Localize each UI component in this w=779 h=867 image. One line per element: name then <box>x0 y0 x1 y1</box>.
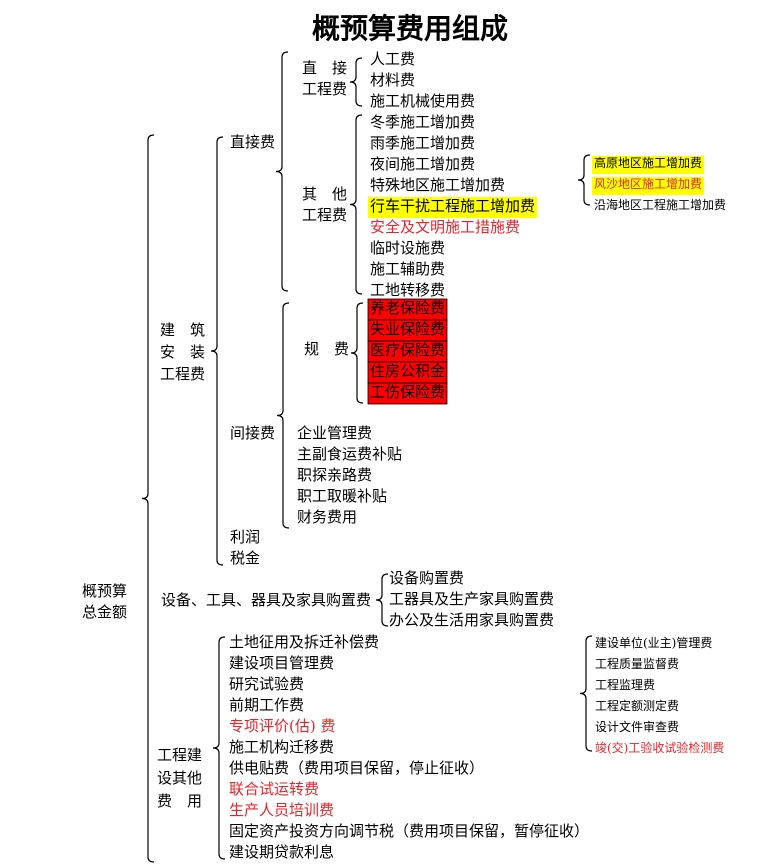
special-region-item-1-highlight <box>592 177 704 195</box>
management-item-1: 工程质量监督费 <box>595 656 679 671</box>
direct-fee-label: 直接费 <box>230 133 275 151</box>
regulation-fee-item-1: 失业保险费 <box>370 320 445 338</box>
management-item-3: 工程定额测定费 <box>595 698 679 713</box>
root-brace <box>141 134 155 863</box>
direct-engineering-item-1: 材料费 <box>370 71 415 89</box>
direct-engineering-item-2: 施工机械使用费 <box>370 92 475 110</box>
regulation-fee-item-3: 住房公积金 <box>370 362 445 380</box>
indirect-fee-label: 间接费 <box>230 424 275 442</box>
root-label-line-0: 概预算 <box>82 582 127 600</box>
indirect-item-4: 财务费用 <box>297 508 357 526</box>
other-construction-item-0: 土地征用及拆迁补偿费 <box>229 633 379 651</box>
other-construction-item-6: 供电贴费（费用项目保留，停止征收） <box>229 759 484 777</box>
regulation-fee-label: 规 费 <box>304 340 349 358</box>
other-construction-item-9: 固定资产投资方向调节税（费用项目保留，暂停征收） <box>229 822 589 840</box>
other-engineering-item-6: 临时设施费 <box>370 239 445 257</box>
other-engineering-item-8: 工地转移费 <box>370 281 445 299</box>
equipment-label: 设备、工具、器具及家具购置费 <box>161 591 371 609</box>
other-construction-label-line-1: 设其他 <box>157 769 202 787</box>
indirect-fee-brace <box>276 302 290 529</box>
special-region-brace <box>577 154 591 206</box>
direct-engineering-item-0: 人工费 <box>370 50 415 68</box>
bracket-lines <box>141 51 593 863</box>
root-label-line-1: 总金额 <box>82 603 127 621</box>
regulation-fee-item-4-highlight <box>367 382 448 405</box>
other-construction-item-1: 建设项目管理费 <box>229 654 334 672</box>
other-engineering-label-line-1: 工程费 <box>302 206 347 224</box>
indirect-item-1: 主副食运费补贴 <box>297 445 402 463</box>
equipment-brace <box>375 573 389 627</box>
indirect-item-3: 职工取暖补贴 <box>297 487 387 505</box>
equipment-item-2: 办公及生活用家具购置费 <box>389 611 554 629</box>
other-construction-item-4: 专项评价(估) 费 <box>229 717 335 735</box>
indirect-item-0: 企业管理费 <box>297 424 372 442</box>
installation-label-line-1: 安 装 <box>160 343 205 361</box>
management-item-0: 建设单位(业主)管理费 <box>595 635 712 650</box>
other-construction-brace <box>212 636 226 860</box>
special-region-item-0: 高原地区施工增加费 <box>594 155 702 170</box>
regulation-fee-item-2: 医疗保险费 <box>370 341 445 359</box>
other-construction-label-line-2: 费 用 <box>157 792 202 810</box>
other-engineering-item-5: 安全及文明施工措施费 <box>370 218 520 236</box>
profit-label: 利润 <box>230 528 260 546</box>
direct-fee-brace <box>275 51 289 292</box>
special-region-item-2: 沿海地区工程施工增加费 <box>594 197 726 212</box>
other-engineering-brace <box>349 114 363 295</box>
management-brace <box>579 635 593 752</box>
installation-brace <box>210 136 224 566</box>
other-construction-label-line-0: 工程建 <box>157 746 202 764</box>
management-item-5: 竣(交)工验收试验检测费 <box>595 740 724 755</box>
other-engineering-item-4: 行车干扰工程施工增加费 <box>370 197 535 215</box>
other-construction-item-5: 施工机构迁移费 <box>229 738 334 756</box>
other-engineering-item-2: 夜间施工增加费 <box>370 155 475 173</box>
installation-label-line-0: 建 筑 <box>160 321 205 339</box>
special-region-item-1: 风沙地区施工增加费 <box>594 177 702 191</box>
other-construction-item-8: 生产人员培训费 <box>229 801 334 819</box>
direct-engineering-brace <box>349 57 363 107</box>
tax-label: 税金 <box>230 549 260 567</box>
other-construction-item-2: 研究试验费 <box>229 675 304 693</box>
equipment-item-0: 设备购置费 <box>389 569 464 587</box>
other-engineering-item-0: 冬季施工增加费 <box>370 113 475 131</box>
management-item-4: 设计文件审查费 <box>595 719 679 734</box>
other-engineering-item-4-highlight <box>368 197 537 218</box>
special-region-item-0-highlight <box>592 156 704 174</box>
direct-engineering-label-line-1: 工程费 <box>302 80 347 98</box>
other-engineering-item-3: 特殊地区施工增加费 <box>370 176 505 194</box>
equipment-item-1: 工器具及生产家具购置费 <box>389 590 554 608</box>
installation-label-line-2: 工程费 <box>160 365 205 383</box>
other-engineering-label-line-0: 其 他 <box>302 185 347 203</box>
regulation-fee-brace <box>350 302 364 404</box>
direct-engineering-label-line-0: 直 接 <box>302 59 347 77</box>
other-construction-item-3: 前期工作费 <box>229 696 304 714</box>
other-engineering-item-1: 雨季施工增加费 <box>370 134 475 152</box>
other-engineering-item-7: 施工辅助费 <box>370 260 445 278</box>
other-construction-item-7: 联合试运转费 <box>229 780 319 798</box>
regulation-fee-item-0: 养老保险费 <box>370 299 445 317</box>
indirect-item-2: 职探亲路费 <box>297 466 372 484</box>
management-item-2: 工程监理费 <box>595 677 655 692</box>
other-construction-item-10: 建设期贷款利息 <box>229 843 334 861</box>
page-title: 概预算费用组成 <box>312 12 508 45</box>
regulation-fee-item-4: 工伤保险费 <box>370 383 445 401</box>
